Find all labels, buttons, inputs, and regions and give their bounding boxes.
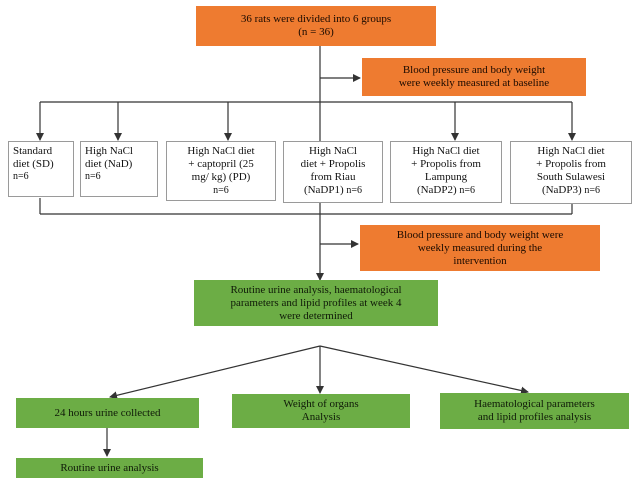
group-nad-line-1: High NaCl — [85, 145, 133, 157]
outcome-organ-weight: Weight of organs Analysis — [232, 394, 410, 428]
outcome-urine-collected: 24 hours urine collected — [16, 398, 199, 428]
group-nadp3-n: n=6 — [584, 185, 601, 196]
outcome-organ-line-1: Weight of organs — [283, 398, 359, 410]
group-nadp2-line-1: High NaCl diet — [412, 145, 480, 157]
group-sd-n: n=6 — [13, 171, 29, 182]
final-line-1: Routine urine analysis — [60, 461, 159, 474]
group-nadp1-code: (NaDP1) — [303, 184, 344, 196]
group-pd-line-2: + captopril (25 — [188, 158, 254, 170]
group-nadp3-line-1: High NaCl diet — [537, 145, 605, 157]
group-nadp1-line-1: High NaCl — [309, 145, 357, 157]
split-left — [109, 345, 321, 400]
group-nadp3-line-2: + Propolis from — [536, 158, 606, 170]
outcome-organ-line-2: Analysis — [301, 411, 341, 423]
group-nadp1-line-2: diet + Propolis — [300, 158, 366, 170]
group-nadp2: High NaCl diet + Propolis from Lampung (… — [390, 141, 502, 203]
start-line-2: (n = 36) — [298, 26, 334, 38]
baseline-line-2: were weekly measured at baseline — [398, 77, 550, 89]
group-nad-line-2: diet (NaD) — [85, 158, 133, 170]
group-nadp2-line-2: + Propolis from — [411, 158, 481, 170]
week4-line-2: parameters and lipid profiles at week 4 — [230, 296, 402, 309]
baseline-line-1: Blood pressure and body weight — [402, 64, 546, 76]
group-pd-line-3: mg/ kg) (PD) — [191, 171, 251, 183]
start-box: 36 rats were divided into 6 groups (n = … — [196, 6, 436, 46]
group-nadp1-n: n=6 — [346, 185, 363, 196]
group-nadp2-code: (NaDP2) — [416, 184, 457, 196]
intervention-line-2: weekly measured during the — [417, 241, 543, 254]
outcome-urine-line-1: 24 hours urine collected — [54, 406, 161, 419]
group-nadp2-line-3: Lampung — [424, 171, 468, 183]
outcome-haematology: Haematological parameters and lipid prof… — [440, 393, 629, 429]
start-line-1: 36 rats were divided into 6 groups — [240, 13, 392, 25]
group-nadp2-line-4: (NaDP2) n=6 — [395, 184, 497, 197]
group-nadp1-line-4: (NaDP1) n=6 — [288, 184, 378, 197]
group-nadp3-line-4: (NaDP3) n=6 — [515, 184, 627, 197]
group-nadp1: High NaCl diet + Propolis from Riau (NaD… — [283, 141, 383, 203]
group-nadp3-code: (NaDP3) — [541, 184, 582, 196]
group-nadp3: High NaCl diet + Propolis from South Sul… — [510, 141, 632, 204]
group-nadp3-line-3: South Sulawesi — [536, 171, 606, 183]
intervention-note: Blood pressure and body weight were week… — [360, 225, 600, 271]
group-pd: High NaCl diet + captopril (25 mg/ kg) (… — [166, 141, 276, 201]
intervention-line-1: Blood pressure and body weight were — [396, 228, 564, 241]
group-sd-line-2: diet (SD) — [13, 158, 54, 170]
group-pd-line-1: High NaCl diet — [187, 145, 255, 157]
intervention-line-3: intervention — [453, 254, 507, 267]
week4-line-1: Routine urine analysis, haematological — [230, 283, 402, 296]
week4-line-3: were determined — [279, 309, 353, 322]
baseline-note: Blood pressure and body weight were week… — [362, 58, 586, 96]
group-sd-line-1: Standard — [13, 145, 53, 157]
group-nadp2-n: n=6 — [459, 185, 476, 196]
group-sd: Standard diet (SD) n=6 — [8, 141, 74, 197]
group-nadp1-line-3: from Riau — [310, 171, 356, 183]
outcome-haem-line-2: and lipid profiles analysis — [477, 411, 592, 423]
group-nad: High NaCl diet (NaD) n=6 — [80, 141, 158, 197]
week4-box: Routine urine analysis, haematological p… — [194, 280, 438, 326]
outcome-haem-line-1: Haematological parameters — [474, 398, 595, 410]
group-pd-n: n=6 — [213, 185, 229, 196]
split-right — [319, 345, 529, 395]
final-box: Routine urine analysis — [16, 458, 203, 478]
group-nad-n: n=6 — [85, 171, 101, 182]
